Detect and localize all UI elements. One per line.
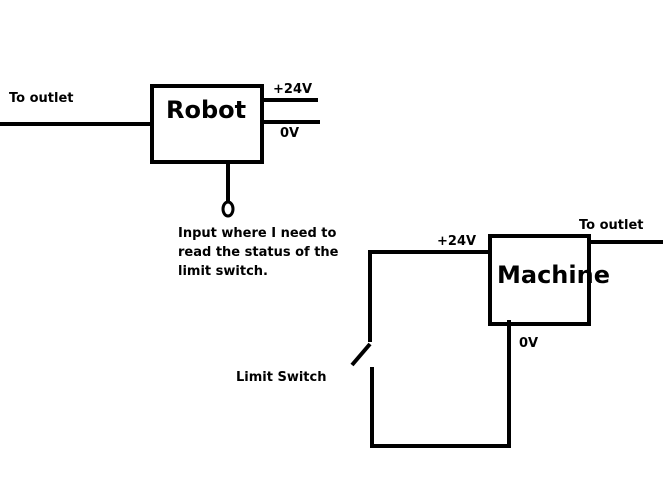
input-note-line-2: read the status of the <box>178 245 339 260</box>
machine-title: Machine <box>497 261 610 289</box>
machine-outlet-label: To outlet <box>579 218 644 233</box>
limit-switch-label: Limit Switch <box>236 370 327 385</box>
input-note-line-1: Input where I need to <box>178 226 337 241</box>
input-note-line-3: limit switch. <box>178 264 268 279</box>
machine-0v-return-wire <box>370 320 511 448</box>
robot-plus-24v-label: +24V <box>273 82 312 97</box>
machine-box <box>488 234 591 326</box>
machine-plus-24v-label: +24V <box>437 234 476 249</box>
machine-plus-24v-wire <box>368 250 490 342</box>
robot-title: Robot <box>166 96 246 124</box>
robot-0v-label: 0V <box>280 126 299 141</box>
robot-input-terminal <box>221 200 235 218</box>
robot-outlet-label: To outlet <box>9 91 74 106</box>
machine-0v-label: 0V <box>519 336 538 351</box>
limit-switch-contact <box>350 342 372 367</box>
